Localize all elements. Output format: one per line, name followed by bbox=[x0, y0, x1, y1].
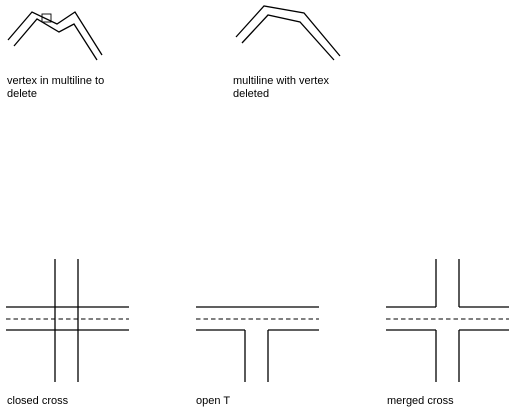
caption-line-2: deleted bbox=[233, 88, 270, 100]
open-t-diagram bbox=[196, 306, 319, 382]
caption-text: closed cross bbox=[7, 395, 69, 407]
closed-cross-diagram bbox=[6, 259, 129, 382]
multiline-lower-line bbox=[241, 14, 335, 61]
caption-text: open T bbox=[196, 395, 231, 407]
multiline-lower-line bbox=[13, 18, 98, 61]
multiline-vertex-to-delete bbox=[7, 11, 103, 61]
caption-merged-cross: merged cross bbox=[387, 395, 454, 408]
caption-line-1: multiline with vertex bbox=[233, 75, 329, 87]
caption-line-2: delete bbox=[7, 88, 37, 100]
vertex-grip-marker bbox=[41, 13, 52, 23]
caption-line-1: vertex in multiline to bbox=[7, 75, 105, 87]
multiline-upper-line bbox=[235, 5, 341, 57]
caption-vertex-deleted: multiline with vertex deleted bbox=[233, 75, 329, 101]
caption-text: merged cross bbox=[387, 395, 454, 407]
merged-cross-diagram bbox=[386, 259, 509, 382]
multiline-upper-line bbox=[7, 11, 103, 56]
caption-closed-cross: closed cross bbox=[7, 395, 68, 408]
caption-vertex-to-delete: vertex in multiline to delete bbox=[7, 75, 104, 101]
multiline-vertex-deleted bbox=[235, 5, 341, 61]
caption-open-t: open T bbox=[196, 395, 230, 408]
